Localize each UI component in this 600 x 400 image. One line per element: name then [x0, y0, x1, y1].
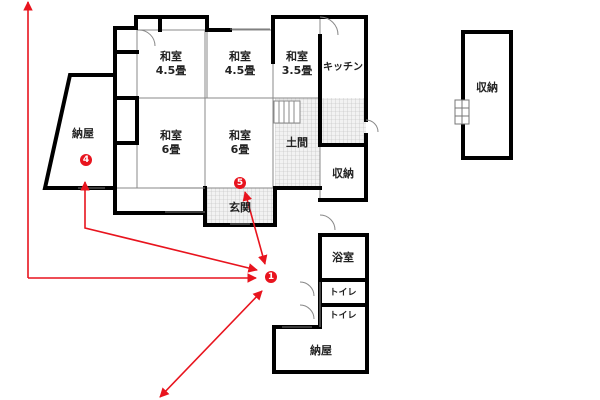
marker-4: 4 [80, 154, 92, 166]
room-genkan: 玄関 [229, 201, 251, 214]
room-size: 6畳 [230, 143, 250, 156]
room-name: 和室 [229, 129, 251, 142]
room-name: 和室 [160, 50, 182, 63]
arrow-diagonal [159, 290, 263, 398]
room-name: 和室 [229, 50, 251, 63]
storage-right-walls [461, 30, 513, 160]
room-storage-main: 収納 [332, 167, 354, 180]
storage-right-ladder [454, 99, 470, 125]
room-storage-right: 収納 [476, 81, 498, 94]
main-house-walls [113, 15, 368, 227]
door-swings [138, 16, 379, 133]
arrow-5-to-1 [242, 191, 268, 265]
room-name: 和室 [286, 50, 308, 63]
room-doma: 土間 [286, 136, 308, 149]
room-size: 4.5畳 [224, 64, 256, 77]
marker-5: 5 [234, 177, 246, 189]
room-toilet-2: トイレ [329, 311, 357, 321]
room-barn-left: 納屋 [72, 127, 94, 140]
room-size: 4.5畳 [155, 64, 187, 77]
kitchen-floor [320, 98, 366, 145]
arrow-4-to-1 [80, 181, 258, 273]
annex-walls [272, 233, 369, 374]
view-arrows [23, 1, 268, 398]
room-barn-bottom: 納屋 [310, 344, 332, 357]
annex-door-swings [299, 214, 336, 327]
room-kitchen: キッチン [323, 62, 363, 73]
room-toilet-1: トイレ [329, 288, 357, 298]
room-size: 6畳 [161, 143, 181, 156]
room-size: 3.5畳 [281, 64, 313, 77]
marker-1: 1 [265, 271, 277, 283]
room-name: 和室 [160, 129, 182, 142]
room-bath: 浴室 [332, 251, 354, 264]
stairs [273, 100, 301, 124]
